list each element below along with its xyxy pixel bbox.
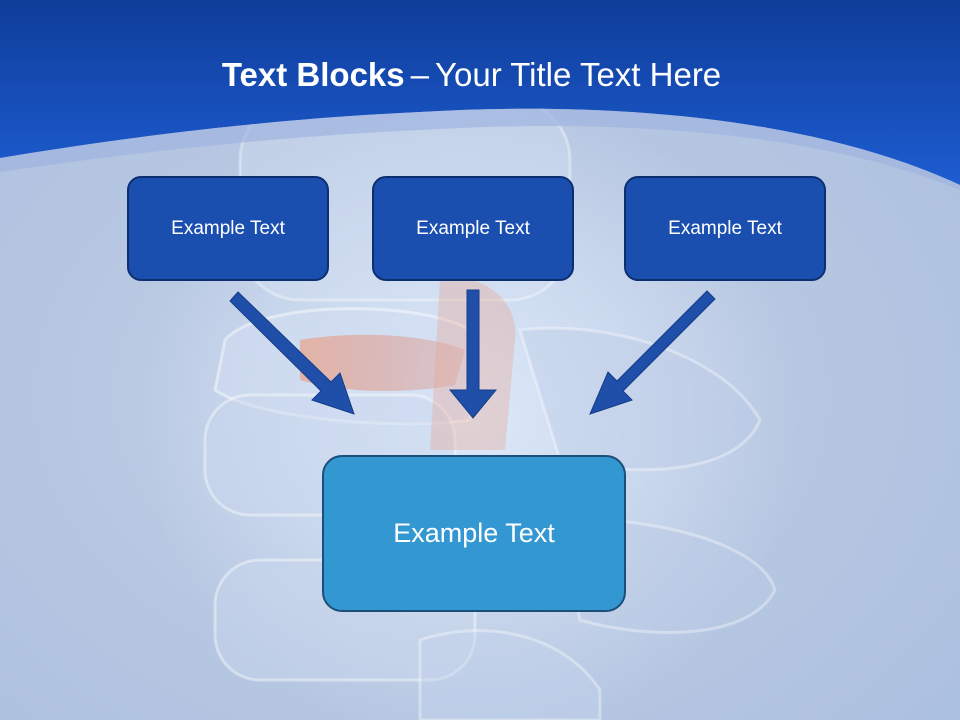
text-block-left[interactable]: Example Text bbox=[127, 176, 329, 281]
arrow-center-down bbox=[448, 289, 498, 419]
slide-title: Text Blocks–Your Title Text Here bbox=[0, 54, 943, 96]
title-rest-text: Your Title Text Here bbox=[435, 56, 722, 93]
text-block-center[interactable]: Example Text bbox=[372, 176, 574, 281]
title-separator: – bbox=[410, 56, 429, 93]
title-bold-text: Text Blocks bbox=[221, 56, 405, 93]
header-band bbox=[0, 0, 960, 190]
text-block-right[interactable]: Example Text bbox=[624, 176, 826, 281]
arrow-left-down-right bbox=[229, 291, 355, 415]
arrow-right-down-left bbox=[589, 290, 716, 415]
text-block-main[interactable]: Example Text bbox=[322, 455, 626, 612]
